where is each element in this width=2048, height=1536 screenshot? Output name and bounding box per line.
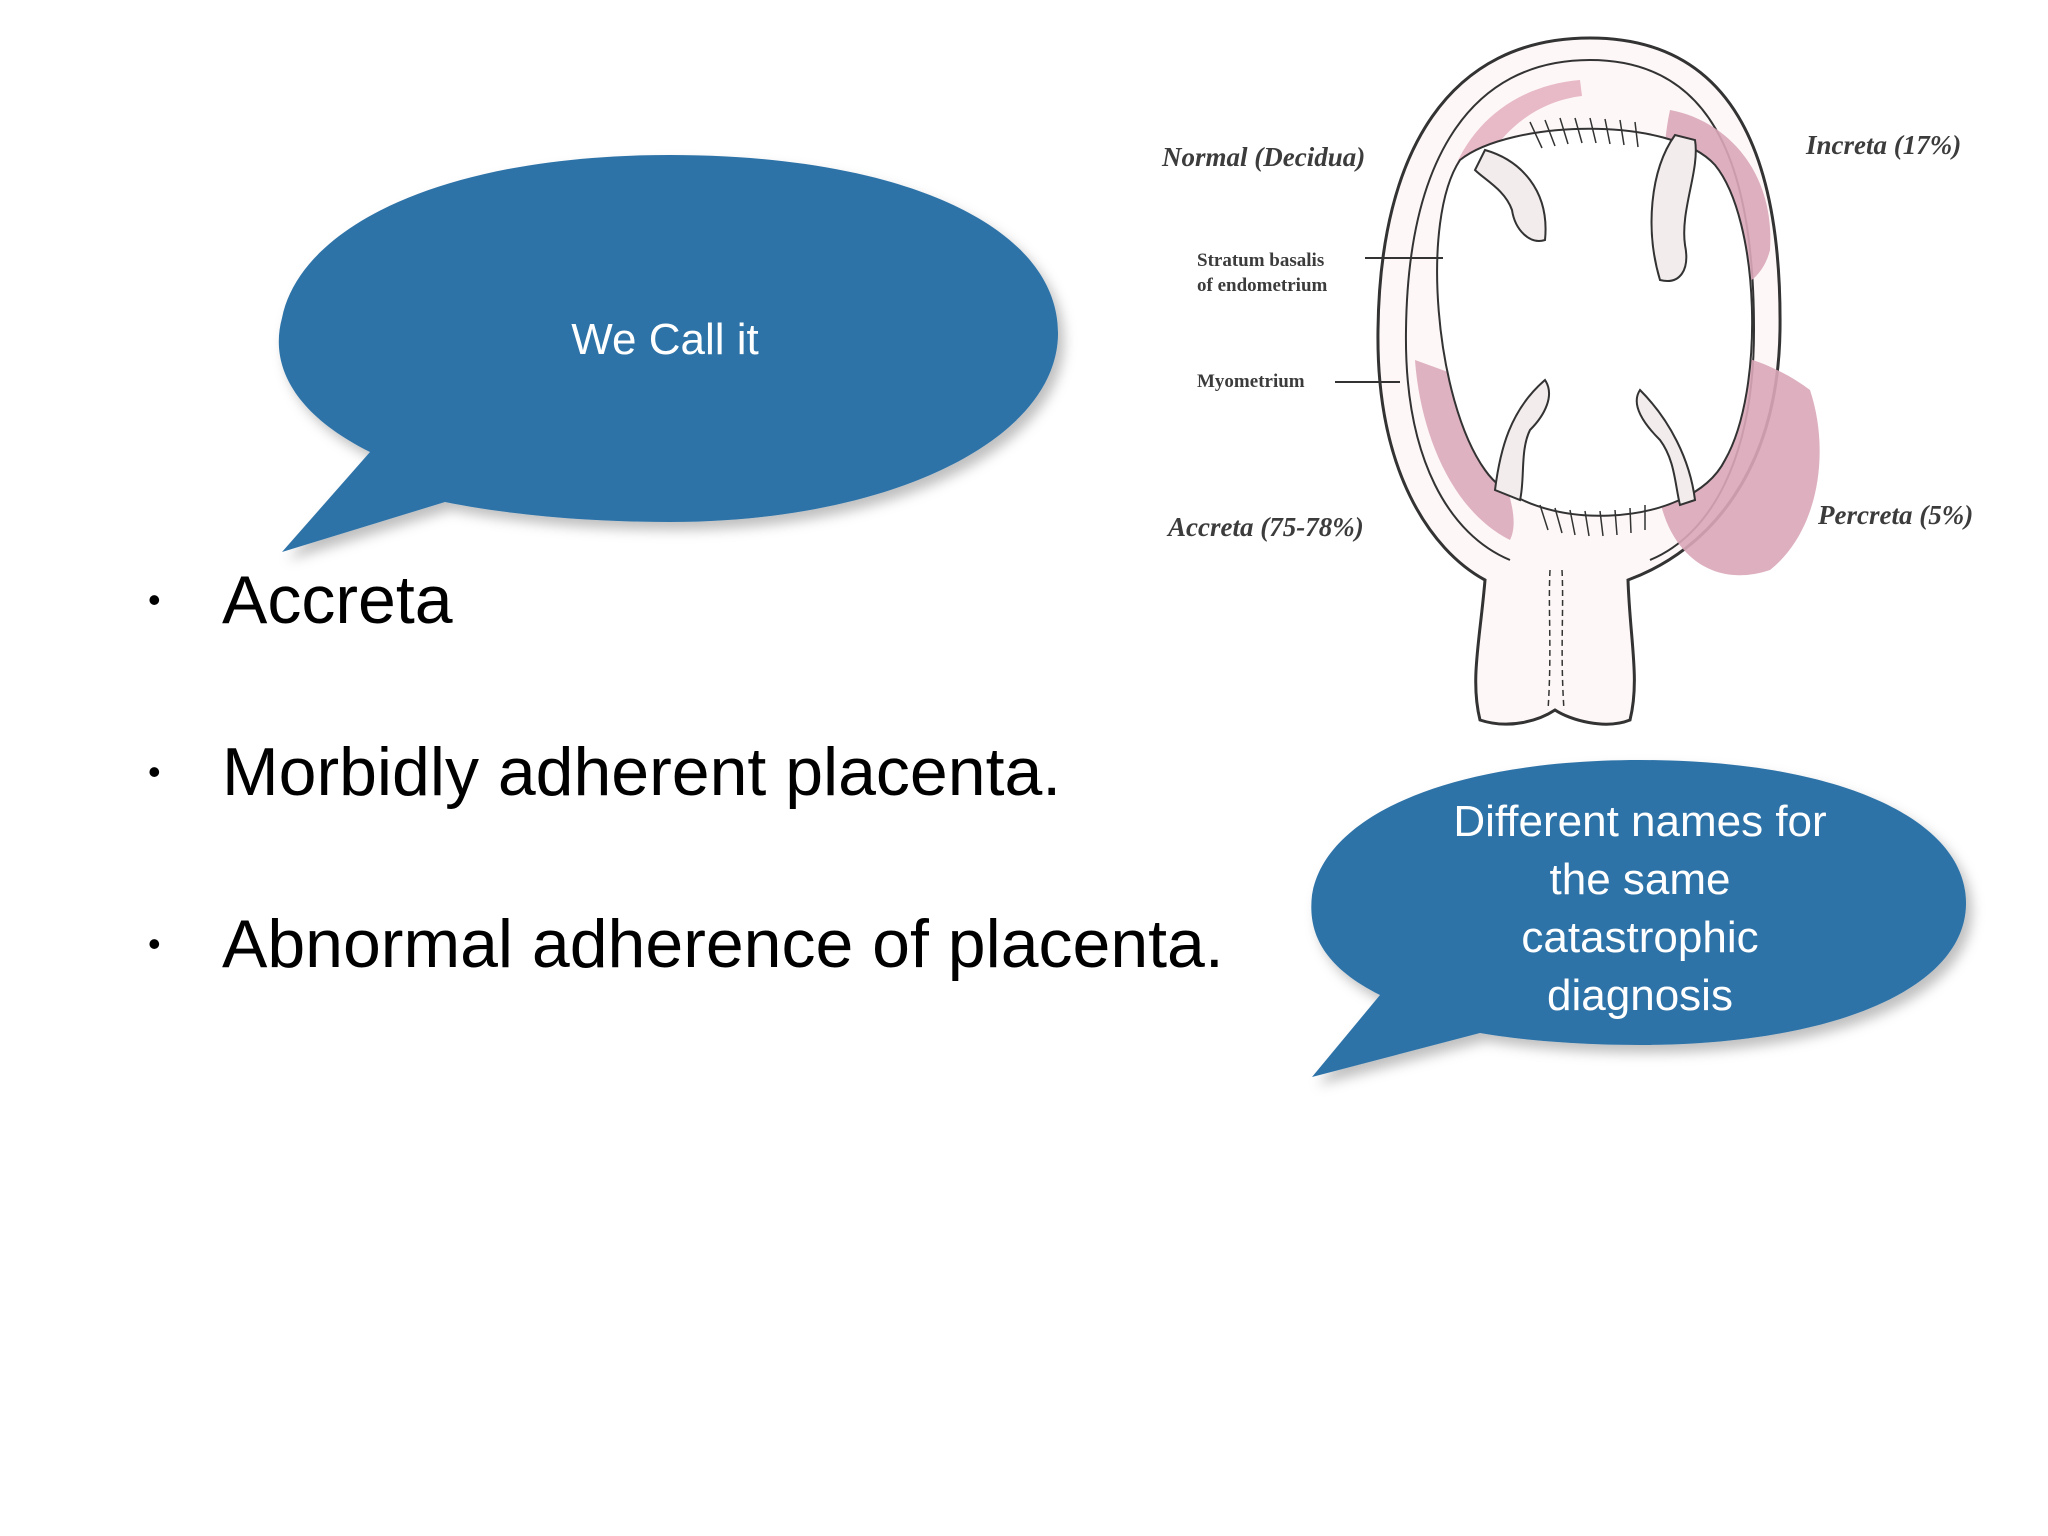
- label-normal-decidua: Normal (Decidua): [1162, 142, 1366, 172]
- label-stratum-basalis: Stratum basalis of endometrium: [1197, 248, 1327, 298]
- bullet-item: • Morbidly adherent placenta.: [148, 732, 1348, 904]
- label-stratum-line-1: Stratum basalis: [1197, 250, 1325, 271]
- villus-1: [1473, 148, 1547, 242]
- bullet-dot: •: [148, 579, 161, 620]
- placenta-uterus-diagram: Normal (Decidua) Increta (17%) Stratum b…: [1150, 30, 2020, 745]
- bullet-dot: •: [148, 923, 161, 964]
- speech-bubble-bottom-text: Different names for the same catastrophi…: [1400, 793, 1880, 1025]
- speech-bubble-bottom: [1311, 760, 1967, 1077]
- uterus-illustration: [1335, 36, 1820, 726]
- speech-bubble-bottom-line-3: catastrophic: [1521, 913, 1759, 962]
- speech-bubble-bottom-line-2: the same: [1549, 855, 1731, 904]
- amniotic-cavity: [1436, 127, 1754, 517]
- bullet-item: • Abnormal adherence of placenta.: [148, 904, 1348, 1076]
- bullet-list: • Accreta • Morbidly adherent placenta. …: [148, 560, 1348, 1076]
- speech-bubble-bottom-line-1: Different names for: [1453, 797, 1827, 846]
- cervical-canal: [1547, 569, 1565, 711]
- label-stratum-line-2: of endometrium: [1197, 275, 1328, 296]
- speech-bubble-bottom-line-4: diagnosis: [1547, 971, 1733, 1020]
- villus-2: [1650, 133, 1697, 282]
- label-percreta: Percreta (5%): [1818, 500, 1974, 530]
- villus-4: [1635, 388, 1697, 507]
- cavity-hatching: [1529, 117, 1646, 537]
- accreta-region: [1415, 360, 1514, 540]
- speech-bubble-top-text: We Call it: [571, 315, 759, 364]
- villus-3: [1493, 378, 1550, 502]
- label-increta: Increta (17%): [1806, 130, 1962, 160]
- speech-bubble-top: [278, 155, 1059, 552]
- bullet-text-abnormal-adherence: Abnormal adherence of placenta.: [222, 906, 1224, 982]
- bullet-text-morbidly-adherent: Morbidly adherent placenta.: [222, 734, 1062, 810]
- bullet-text-accreta: Accreta: [222, 562, 453, 638]
- speech-bubble-bottom-shape: [1311, 760, 1967, 1077]
- label-myometrium: Myometrium: [1197, 371, 1305, 392]
- bullet-dot: •: [148, 751, 161, 792]
- speech-bubble-top-shape: [278, 155, 1059, 552]
- label-accreta: Accreta (75-78%): [1168, 512, 1364, 542]
- bullet-item: • Accreta: [148, 560, 1348, 732]
